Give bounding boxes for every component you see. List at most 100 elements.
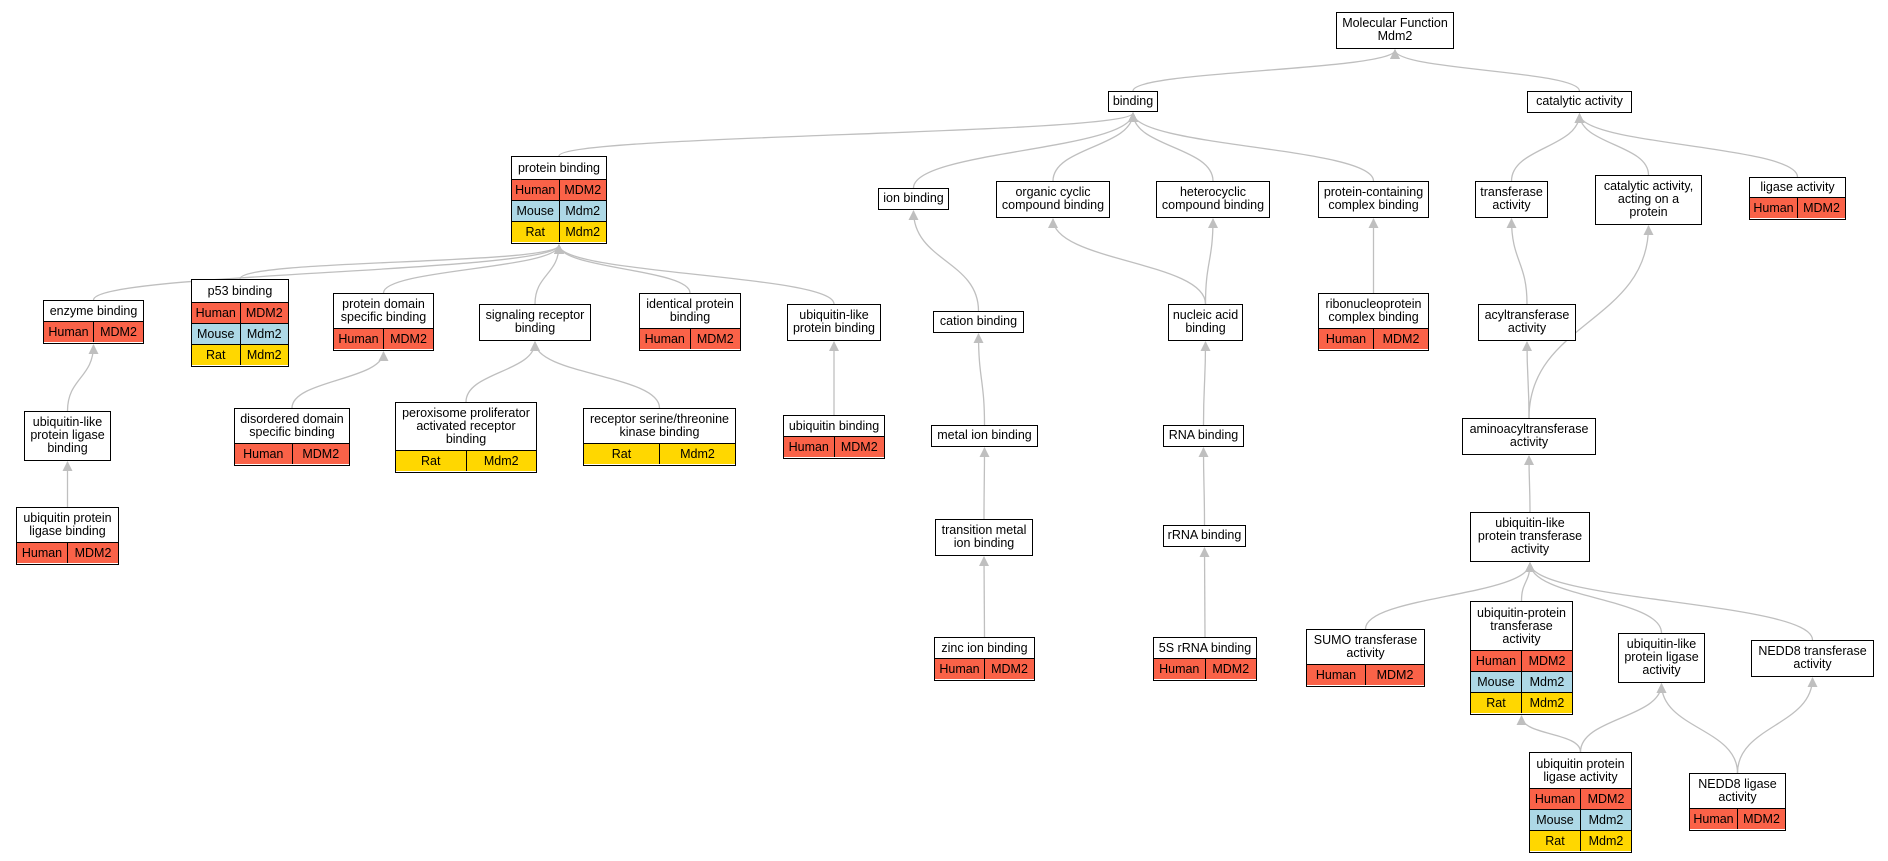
edge-heterocyclic-compound-binding-to-binding — [1128, 112, 1214, 182]
term-label: acyltransferase activity — [1484, 308, 1570, 335]
term-label: protein binding — [517, 160, 600, 175]
species-name: Human — [1753, 201, 1794, 215]
term-label: rRNA binding — [1167, 528, 1242, 542]
term-label: ion binding — [883, 191, 944, 205]
edge-transferase-activity-to-catalytic-activity — [1510, 113, 1585, 182]
edge-ubiquitin-protein-ligase-activity-to-ubiquitin-protein-transferase-activity — [1516, 715, 1582, 753]
gene-symbol: MDM2 — [1204, 659, 1257, 679]
go-term-protein-containing-complex-binding: protein-containing complex binding — [1318, 181, 1429, 218]
gene-symbol: MDM2 — [291, 444, 350, 464]
go-term-molecular-function: Molecular Function Mdm2 — [1336, 12, 1454, 49]
gene-symbol: Mdm2 — [1580, 810, 1631, 830]
gene-symbol: MDM2 — [1797, 198, 1845, 218]
species-name: Human — [338, 332, 379, 346]
species-name: Mouse — [516, 204, 555, 218]
gene-symbol: MDM2 — [1521, 651, 1572, 671]
go-term-acyltransferase-activity: acyltransferase activity — [1478, 304, 1576, 341]
go-term-catalytic-activity-on-protein: catalytic activity, acting on a protein — [1595, 175, 1702, 225]
term-label: transition metal ion binding — [941, 523, 1027, 550]
edge-catalytic-activity-to-molecular-function — [1390, 49, 1581, 92]
term-label: peroxisome proliferator activated recept… — [402, 406, 530, 446]
term-label: ubiquitin binding — [788, 418, 880, 433]
species-name: Human — [788, 440, 829, 454]
species-name: Rat — [1486, 696, 1506, 710]
edge-rna-binding-to-nucleic-acid-binding — [1200, 341, 1211, 426]
species-name: Human — [1534, 792, 1576, 806]
species-name: Human — [21, 546, 63, 560]
term-label: binding — [1112, 93, 1154, 108]
term-label: aminoacyltransferase activity — [1469, 422, 1589, 449]
term-label: RNA binding — [1168, 428, 1239, 442]
term-label: metal ion binding — [937, 428, 1032, 442]
edge-cation-binding-to-ion-binding — [908, 210, 980, 312]
go-term-receptor-ser-thr-kinase-binding: receptor serine/threonine kinase binding… — [583, 408, 736, 466]
species-row-human: Human MDM2 — [1319, 328, 1428, 349]
term-label: catalytic activity — [1536, 94, 1623, 108]
species-name: Human — [1325, 332, 1367, 346]
term-label: disordered domain specific binding — [240, 412, 344, 439]
go-term-transition-metal-ion-binding: transition metal ion binding — [935, 519, 1033, 556]
term-label: zinc ion binding — [941, 640, 1028, 655]
gene-symbol: Mdm2 — [659, 444, 735, 464]
species-name: Human — [48, 325, 89, 339]
edge-ubiquitin-protein-ligase-activity-to-ubiquitin-like-protein-ligase-activity — [1579, 683, 1667, 753]
edge-acyltransferase-activity-to-transferase-activity — [1506, 218, 1528, 305]
term-label: ribonucleoprotein complex binding — [1325, 297, 1422, 324]
edge-identical-protein-binding-to-protein-binding — [554, 244, 691, 294]
edge-nedd8-transferase-activity-to-ubiquitin-like-protein-transferase-activity — [1525, 562, 1814, 641]
go-term-cation-binding: cation binding — [933, 311, 1024, 333]
term-label: NEDD8 ligase activity — [1698, 777, 1777, 804]
term-label: ubiquitin protein ligase activity — [1536, 756, 1625, 784]
edge-sumo-transferase-activity-to-ubiquitin-like-protein-transferase-activity — [1364, 562, 1535, 630]
go-term-binding: binding — [1108, 91, 1158, 112]
go-term-catalytic-activity: catalytic activity — [1527, 91, 1632, 113]
edge-aminoacyltransferase-activity-to-catalytic-activity-on-protein — [1528, 225, 1654, 419]
go-term-organic-cyclic-compound-binding: organic cyclic compound binding — [996, 181, 1110, 218]
term-label: p53 binding — [207, 283, 273, 298]
species-name: Rat — [206, 348, 226, 362]
edge-ligase-activity-to-catalytic-activity — [1574, 113, 1799, 178]
species-name: Mouse — [1536, 813, 1574, 827]
term-label: cation binding — [939, 314, 1018, 328]
species-name: Human — [644, 332, 685, 346]
gene-symbol: Mdm2 — [558, 222, 607, 242]
go-term-ion-binding: ion binding — [878, 188, 949, 210]
go-term-transferase-activity: transferase activity — [1475, 181, 1548, 218]
gene-symbol: MDM2 — [558, 180, 607, 200]
term-label: heterocyclic compound binding — [1161, 185, 1265, 212]
edge-ubiquitin-like-protein-binding-to-protein-binding — [554, 244, 835, 305]
edge-rrna-binding-to-rna-binding — [1198, 447, 1209, 526]
term-label: catalytic activity, acting on a protein — [1603, 179, 1694, 219]
go-term-metal-ion-binding: metal ion binding — [931, 425, 1038, 447]
term-label: protein-containing complex binding — [1323, 185, 1424, 212]
gene-symbol: MDM2 — [1373, 329, 1428, 349]
species-name: Human — [515, 183, 556, 197]
species-name: Mouse — [196, 327, 235, 341]
gene-symbol: Mdm2 — [1521, 693, 1572, 713]
species-name: Rat — [1545, 834, 1565, 848]
go-term-ubiquitin-like-protein-transferase-activity: ubiquitin-like protein transferase activ… — [1470, 512, 1590, 562]
species-name: Human — [939, 662, 980, 676]
